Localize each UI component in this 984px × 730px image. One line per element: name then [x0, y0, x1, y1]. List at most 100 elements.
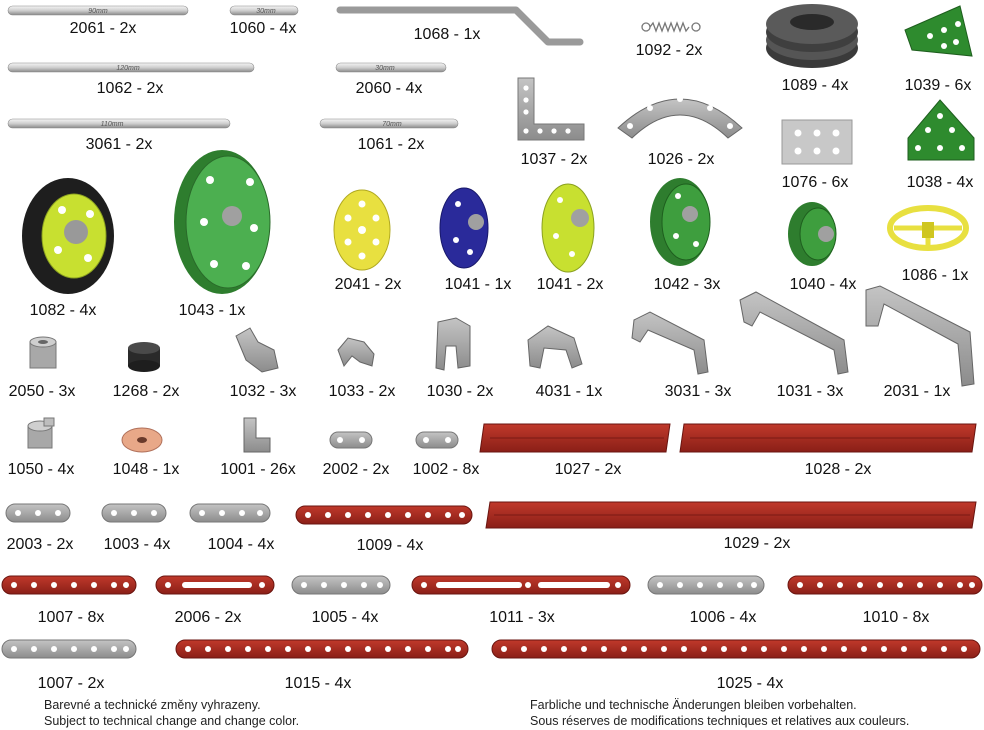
strip-1002-icon — [415, 431, 459, 449]
label-2003: 2003 - 2x — [6, 536, 74, 553]
label-1268: 1268 - 2x — [112, 383, 180, 400]
label-2041: 2041 - 2x — [334, 276, 402, 293]
axle-2061-mark: 90mm — [88, 8, 108, 15]
axle-2060-icon: 30mm — [335, 62, 447, 73]
label-1003: 1003 - 4x — [103, 536, 171, 553]
wheel-1082-icon — [22, 178, 114, 294]
bracket-4031-icon — [527, 325, 583, 369]
note-french: Sous réserves de modifications technique… — [530, 714, 910, 728]
tyre-1089-icon — [766, 4, 858, 68]
plate-1038-icon — [907, 99, 975, 161]
label-1082: 1082 - 4x — [29, 302, 97, 319]
label-1033: 1033 - 2x — [328, 383, 396, 400]
strip-1007-red-icon — [1, 575, 137, 595]
pulley-1043-icon — [174, 150, 271, 294]
label-2050: 2050 - 3x — [8, 383, 76, 400]
strip-1007-grey-icon — [1, 639, 137, 659]
label-1002: 1002 - 8x — [412, 461, 480, 478]
axle-1062-icon: 120mm — [7, 62, 255, 73]
angle-girder-1029-icon — [485, 501, 977, 529]
axle-1060-icon: 30mm — [229, 5, 299, 16]
label-1068: 1068 - 1x — [413, 26, 481, 43]
label-1076: 1076 - 6x — [781, 174, 849, 191]
note-czech: Barevné a technické změny vyhrazeny. — [44, 698, 261, 712]
label-1061: 1061 - 2x — [357, 136, 425, 153]
note-english: Subject to technical change and change c… — [44, 714, 300, 728]
label-1050: 1050 - 4x — [7, 461, 75, 478]
strip-1025-icon — [491, 639, 981, 659]
axle-1061-icon: 70mm — [319, 118, 459, 129]
label-1089: 1089 - 4x — [781, 77, 849, 94]
strip-1006-icon — [647, 575, 765, 595]
label-1041-b: 1041 - 2x — [536, 276, 604, 293]
pulley-1042-icon — [650, 178, 711, 266]
label-1011: 1011 - 3x — [489, 609, 555, 626]
axle-3061-mark: 110mm — [101, 121, 124, 128]
bracket-1039-icon — [904, 5, 973, 57]
angle-1001-icon — [243, 417, 271, 453]
label-1038: 1038 - 4x — [906, 174, 974, 191]
label-1027: 1027 - 2x — [554, 461, 622, 478]
label-1025: 1025 - 4x — [716, 675, 784, 692]
strip-1003-icon — [101, 503, 167, 523]
label-1009: 1009 - 4x — [356, 537, 424, 554]
label-1086: 1086 - 1x — [901, 267, 969, 284]
label-2002: 2002 - 2x — [322, 461, 390, 478]
label-1040: 1040 - 4x — [789, 276, 857, 293]
spring-1092-icon — [641, 21, 701, 33]
label-1043: 1043 - 1x — [178, 302, 246, 319]
plate-1076-icon — [781, 119, 853, 165]
magnet-1268-icon — [128, 342, 160, 372]
label-2061: 2061 - 2x — [69, 20, 137, 37]
label-1030: 1030 - 2x — [426, 383, 494, 400]
label-1010: 1010 - 8x — [862, 609, 930, 626]
label-2006: 2006 - 2x — [174, 609, 242, 626]
label-1015: 1015 - 4x — [284, 675, 352, 692]
label-2031: 2031 - 1x — [883, 383, 951, 400]
label-3031: 3031 - 3x — [664, 383, 732, 400]
bracket-1032-icon — [235, 327, 279, 373]
curved-strip-1026-icon — [617, 96, 743, 139]
label-1062: 1062 - 2x — [96, 80, 164, 97]
crank-1068-icon — [336, 6, 584, 46]
angle-girder-1027-icon — [479, 423, 671, 453]
axle-1061-mark: 70mm — [382, 121, 402, 128]
strip-2002-icon — [329, 431, 373, 449]
strip-1010-icon — [787, 575, 983, 595]
axle-3061-icon: 110mm — [7, 118, 231, 129]
bracket-1033-icon — [337, 337, 375, 367]
disc-1041-blue-icon — [439, 187, 489, 269]
strip-1009-icon — [295, 505, 473, 525]
strip-1015-icon — [175, 639, 469, 659]
strip-1005-icon — [291, 575, 391, 595]
axle-1062-mark: 120mm — [116, 65, 140, 72]
bracket-2031-icon — [865, 285, 975, 387]
label-1041-a: 1041 - 1x — [444, 276, 512, 293]
steering-wheel-1086-icon — [887, 205, 969, 251]
label-1039: 1039 - 6x — [904, 77, 972, 94]
bracket-3031-icon — [631, 311, 709, 375]
label-1001: 1001 - 26x — [220, 461, 296, 478]
axle-2061-icon: 90mm — [7, 5, 189, 16]
label-1037: 1037 - 2x — [520, 151, 588, 168]
label-1004: 1004 - 4x — [207, 536, 275, 553]
label-1005: 1005 - 4x — [311, 609, 379, 626]
strip-2003-icon — [5, 503, 71, 523]
disc-2041-icon — [333, 189, 391, 271]
label-4031: 4031 - 1x — [535, 383, 603, 400]
label-1032: 1032 - 3x — [229, 383, 297, 400]
pulley-1048-icon — [121, 427, 163, 453]
label-2060: 2060 - 4x — [355, 80, 423, 97]
strip-1011-icon — [411, 575, 631, 595]
disc-1041-lime-icon — [541, 183, 595, 273]
label-1007-b: 1007 - 2x — [37, 675, 105, 692]
bracket-1031-icon — [739, 291, 849, 375]
label-1048: 1048 - 1x — [112, 461, 180, 478]
pulley-1040-icon — [788, 202, 837, 266]
note-german: Farbliche und technische Änderungen blei… — [530, 698, 857, 712]
collar-1050-icon — [27, 417, 55, 449]
label-1029: 1029 - 2x — [723, 535, 791, 552]
label-1031: 1031 - 3x — [776, 383, 844, 400]
axle-1060-mark: 30mm — [256, 8, 276, 15]
plate-1037-icon — [517, 77, 585, 141]
